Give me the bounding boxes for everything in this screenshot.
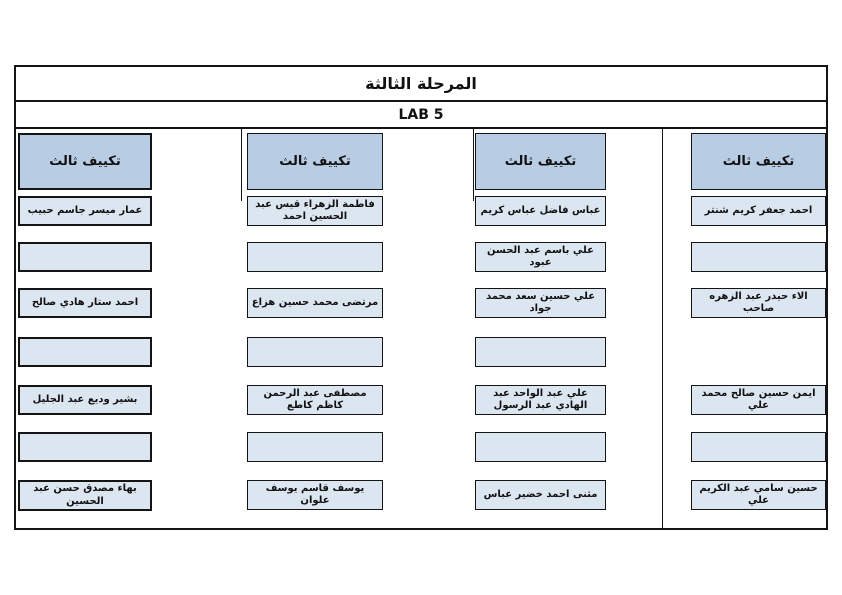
student-name-cell: علي باسم عبد الحسن عبود: [475, 242, 606, 272]
student-name-cell: احمد ستار هادي صالح: [18, 288, 152, 318]
empty-cell: [247, 337, 383, 367]
lab-title: LAB 5: [16, 102, 826, 129]
column-header: تكييف ثالث: [247, 133, 383, 190]
student-name-cell: بهاء مصدق حسن عبد الحسين: [18, 480, 152, 511]
student-name-cell: عمار ميسر جاسم حبيب: [18, 196, 152, 226]
empty-cell: [18, 337, 152, 367]
student-name-cell: مرتضى محمد حسين هزاع: [247, 288, 383, 318]
student-name-cell: علي عبد الواحد عبد الهادي عبد الرسول: [475, 385, 606, 415]
empty-cell: [475, 337, 606, 367]
column-separator: [662, 129, 663, 528]
student-name-cell: الاء حيدر عبد الزهره صاحب: [691, 288, 826, 318]
student-name-cell: بشير وديع عبد الجليل: [18, 385, 152, 415]
student-name-cell: احمد جعفر كريم شنتر: [691, 196, 826, 226]
empty-cell: [247, 242, 383, 272]
empty-cell: [691, 242, 826, 272]
column-header: تكييف ثالث: [691, 133, 826, 190]
student-name-cell: مثنى احمد خضير عباس: [475, 480, 606, 510]
student-name-cell: حسين سامي عبد الكريم علي: [691, 480, 826, 510]
column-header: تكييف ثالث: [18, 133, 152, 190]
empty-cell: [691, 432, 826, 462]
student-name-cell: عباس فاضل عباس كريم: [475, 196, 606, 226]
empty-cell: [247, 432, 383, 462]
empty-cell: [18, 242, 152, 272]
student-name-cell: علي حسين سعد محمد جواد: [475, 288, 606, 318]
empty-cell: [475, 432, 606, 462]
student-name-cell: يوسف قاسم يوسف علوان: [247, 480, 383, 510]
student-name-cell: ايمن حسين صالح محمد علي: [691, 385, 826, 415]
empty-cell: [18, 432, 152, 462]
stage-title: المرحلة الثالثة: [16, 67, 826, 102]
schedule-table: المرحلة الثالثة LAB 5 تكييف ثالث عمار ميس…: [14, 65, 828, 530]
column-separator: [241, 129, 242, 201]
student-name-cell: فاطمة الزهراء قيس عبد الحسين احمد: [247, 196, 383, 226]
column-separator: [473, 129, 474, 201]
student-name-cell: مصطفى عبد الرحمن كاظم كاطع: [247, 385, 383, 415]
groups-area: تكييف ثالث عمار ميسر جاسم حبيب احمد ستار ه…: [16, 129, 826, 528]
column-header: تكييف ثالث: [475, 133, 606, 190]
